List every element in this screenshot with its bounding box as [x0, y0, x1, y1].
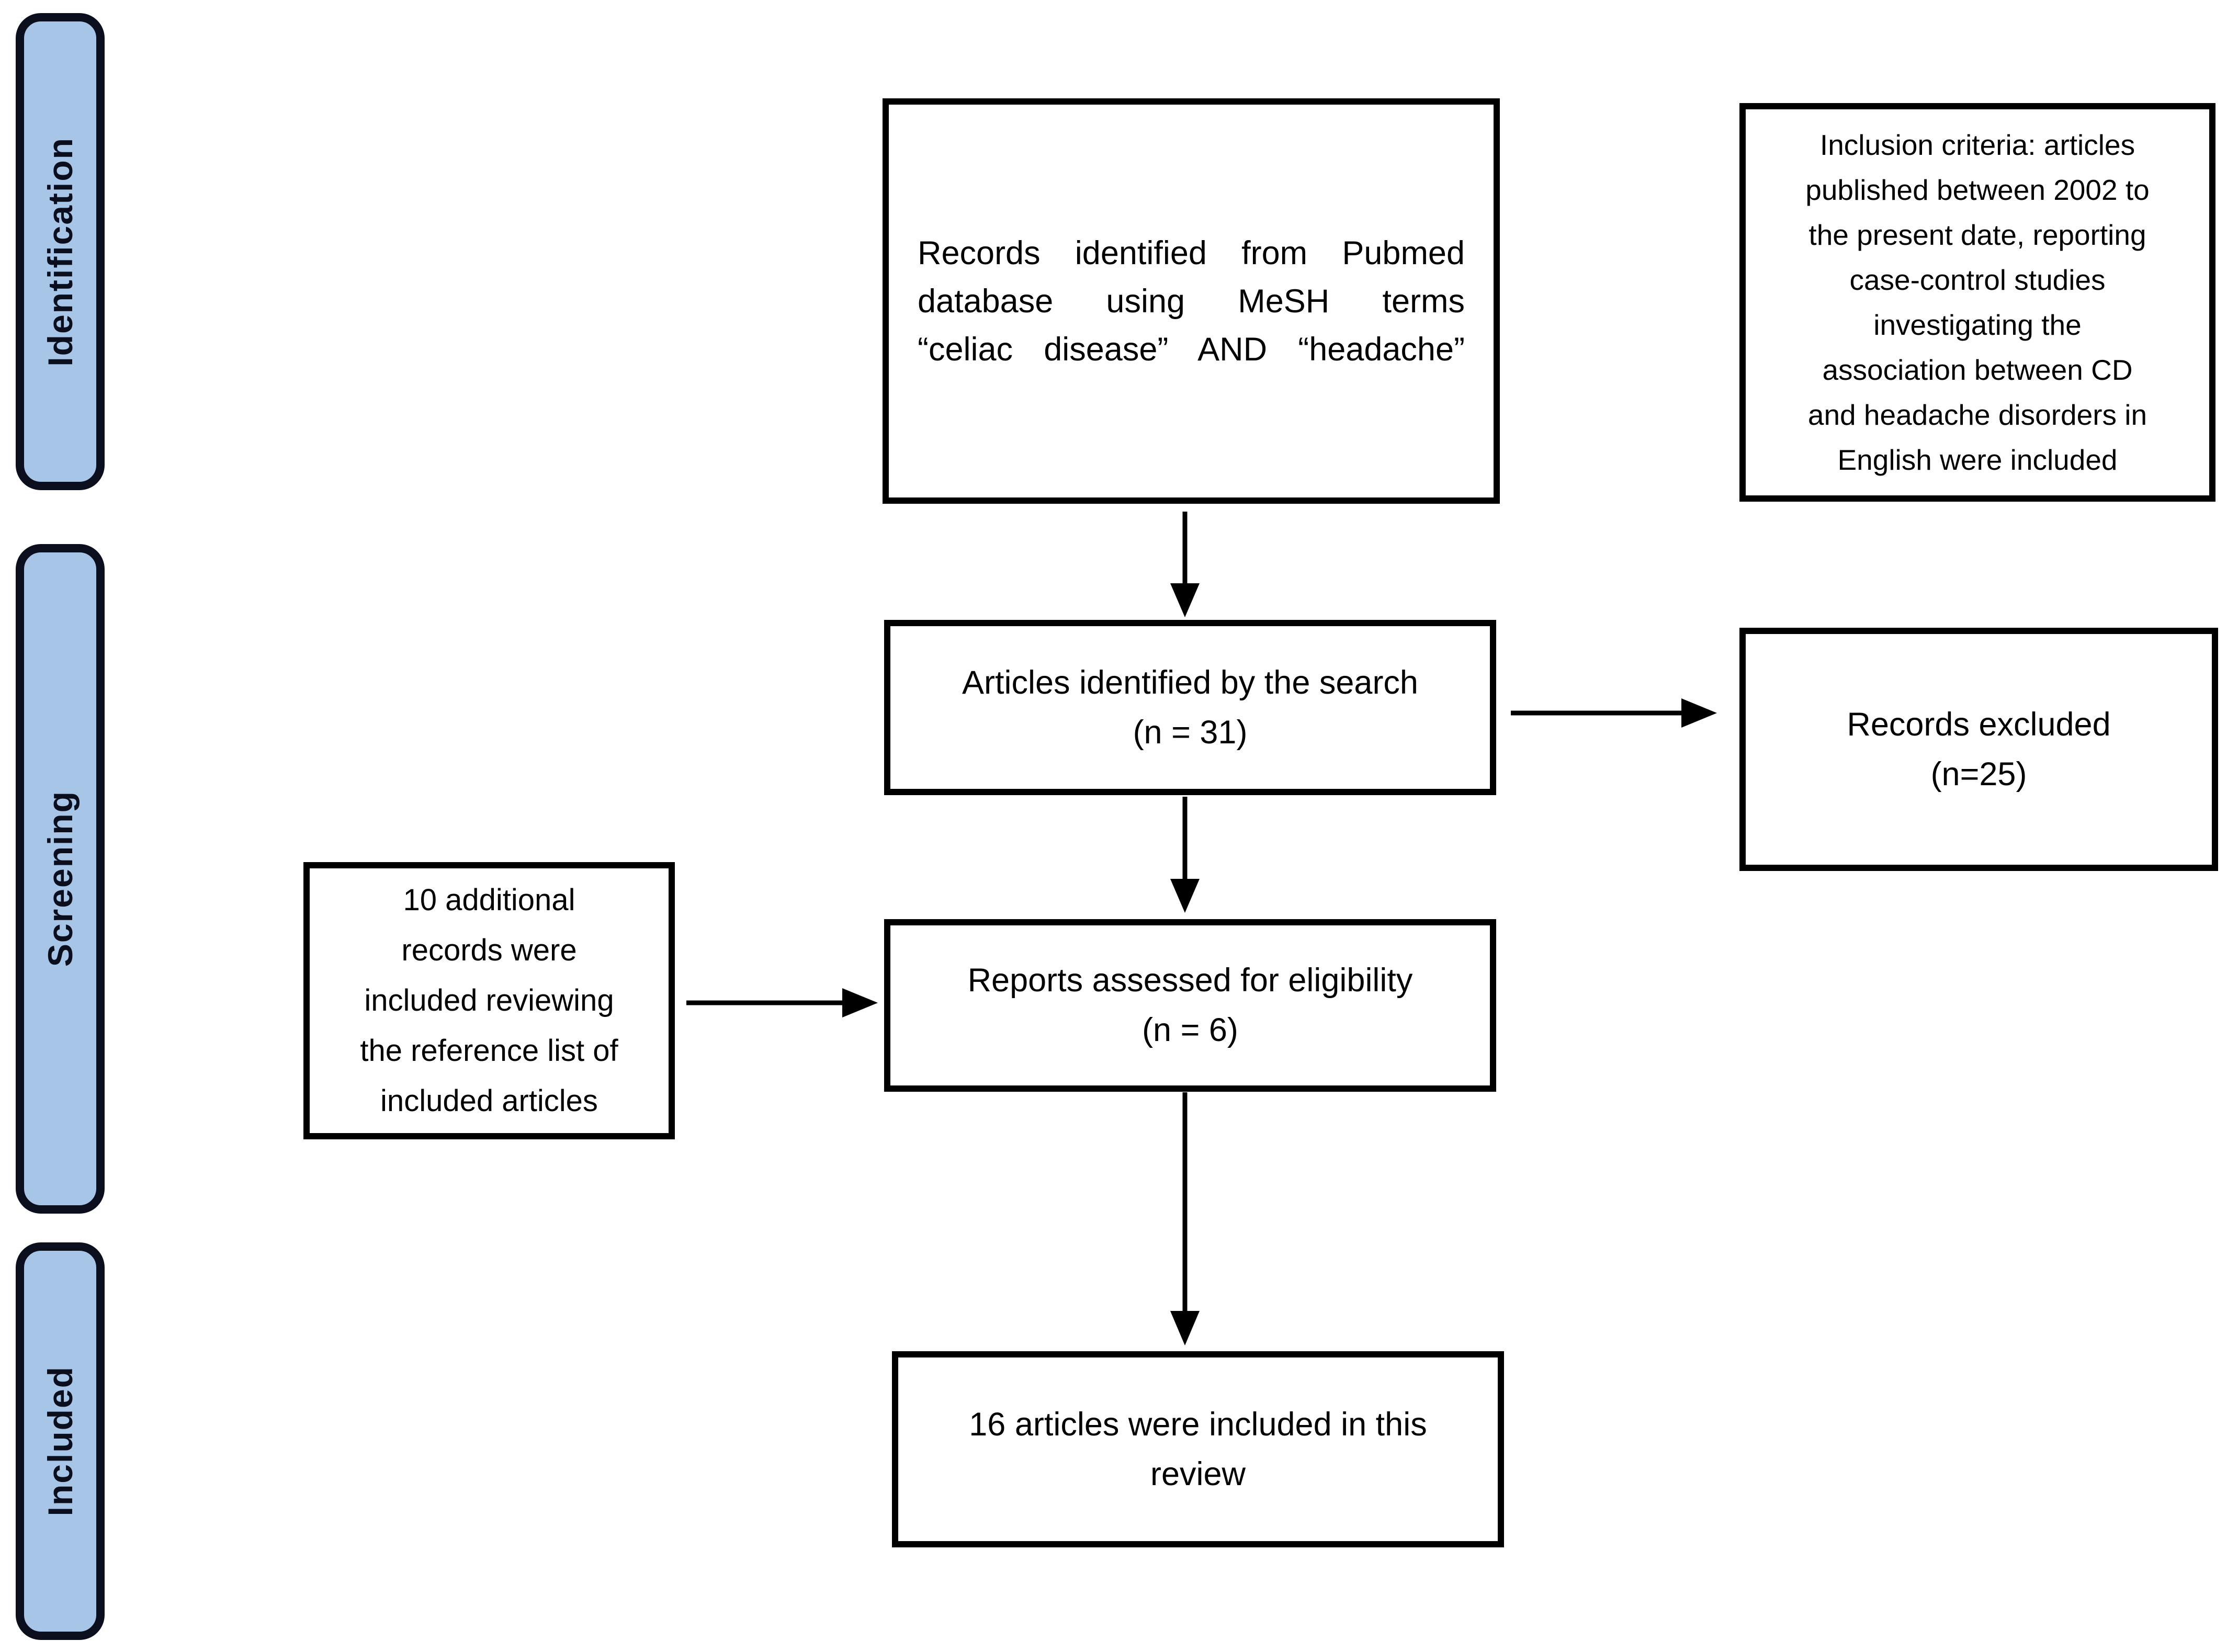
arrow-down-eligibility-to-included	[1170, 1092, 1200, 1345]
box-reports-assessed: Reports assessed for eligibility (n = 6)	[884, 919, 1496, 1092]
box-included-review-line: 16 articles were included in this	[969, 1406, 1427, 1443]
box-additional-records-line: 10 additional	[403, 883, 575, 917]
box-inclusion-criteria-line: the present date, reporting	[1808, 219, 2146, 251]
box-additional-records-line: included articles	[380, 1084, 598, 1118]
box-inclusion-criteria-line: and headache disorders in	[1807, 399, 2147, 431]
box-inclusion-criteria-line: investigating the	[1873, 309, 2082, 341]
stage-pill-screening: Screening	[16, 544, 105, 1214]
box-additional-records: 10 additional records were included revi…	[303, 862, 675, 1139]
box-additional-records-line: records were	[401, 933, 577, 967]
box-additional-records-line: included reviewing	[364, 983, 614, 1017]
box-inclusion-criteria-line: English were included	[1837, 444, 2118, 476]
arrow-down-identified-to-search	[1170, 512, 1200, 617]
arrow-right-search-to-excluded	[1511, 698, 1717, 728]
arrow-down-search-to-eligibility	[1170, 797, 1200, 913]
stage-label-screening: Screening	[41, 790, 80, 967]
box-records-excluded: Records excluded (n=25)	[1739, 628, 2218, 871]
box-records-identified-line: database using MeSH terms	[918, 282, 1465, 320]
box-reports-assessed-line: Reports assessed for eligibility	[967, 962, 1413, 999]
box-articles-identified-line: Articles identified by the search	[962, 664, 1418, 701]
box-records-identified: Records identified from Pubmed database …	[883, 98, 1500, 504]
stage-label-identification: Identification	[41, 137, 80, 367]
stage-label-included: Included	[41, 1366, 80, 1517]
box-included-review: 16 articles were included in this review	[892, 1351, 1504, 1547]
stage-pill-identification: Identification	[16, 13, 105, 490]
stage-pill-included: Included	[16, 1242, 105, 1640]
box-records-excluded-line: Records excluded	[1847, 706, 2111, 743]
box-records-identified-line: “celiac disease” AND “headache”	[918, 331, 1465, 368]
box-inclusion-criteria-line: association between CD	[1822, 354, 2133, 386]
box-inclusion-criteria-line: case-control studies	[1849, 264, 2106, 296]
box-inclusion-criteria-line: published between 2002 to	[1805, 174, 2150, 206]
box-articles-identified: Articles identified by the search (n = 3…	[884, 620, 1496, 795]
box-inclusion-criteria-line: Inclusion criteria: articles	[1819, 129, 2135, 161]
box-additional-records-line: the reference list of	[360, 1034, 618, 1068]
box-articles-identified-count: (n = 31)	[1133, 714, 1248, 751]
box-records-excluded-count: (n=25)	[1930, 755, 2027, 793]
box-records-identified-line: Records identified from Pubmed	[918, 234, 1465, 271]
box-included-review-line: review	[1150, 1455, 1246, 1492]
box-reports-assessed-count: (n = 6)	[1142, 1012, 1238, 1048]
box-inclusion-criteria: Inclusion criteria: articles published b…	[1739, 103, 2215, 502]
arrow-right-additional-to-eligibility	[686, 988, 878, 1017]
